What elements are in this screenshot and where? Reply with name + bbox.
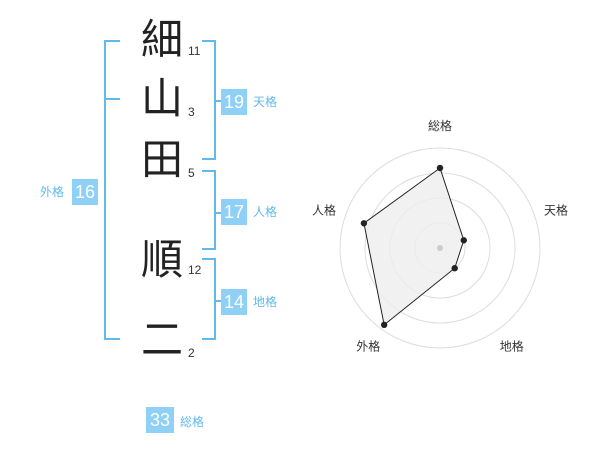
radar-axis-label-2: 地格 bbox=[500, 339, 524, 354]
radar-axis-label-3: 外格 bbox=[356, 339, 380, 354]
stroke-count-3: 5 bbox=[188, 166, 195, 180]
radar-ring-4 bbox=[339, 147, 541, 349]
stroke-count-2: 3 bbox=[188, 105, 195, 119]
radar-polygon bbox=[363, 167, 465, 326]
gaikaku-label: 外格 bbox=[40, 185, 65, 199]
radar-axis-label-1: 天格 bbox=[544, 202, 568, 217]
stroke-count-5: 2 bbox=[188, 346, 195, 360]
radar-point-2 bbox=[451, 265, 458, 272]
radar-point-3 bbox=[380, 321, 388, 329]
tenkaku-label: 天格 bbox=[253, 95, 278, 109]
radar-point-4 bbox=[360, 220, 368, 227]
radar-axis-label-0: 総格 bbox=[428, 118, 452, 133]
soukaku-label: 総格 bbox=[180, 415, 205, 429]
name-char-2: 山 bbox=[140, 74, 183, 123]
soukaku-value: 33 bbox=[146, 407, 174, 433]
jinkaku-value: 17 bbox=[221, 199, 247, 225]
radar-axis-label-4: 人格 bbox=[312, 202, 336, 217]
name-char-5: 二 bbox=[140, 315, 183, 364]
name-char-1: 細 bbox=[140, 15, 183, 64]
radar-center bbox=[437, 245, 443, 251]
radar-point-1 bbox=[460, 237, 467, 244]
name-char-4: 順 bbox=[140, 235, 183, 284]
name-char-3: 田 bbox=[140, 135, 183, 184]
chikaku-value: 14 bbox=[221, 289, 247, 315]
tenkaku-value: 19 bbox=[221, 89, 247, 115]
chikaku-label: 地格 bbox=[253, 295, 278, 309]
jinkaku-label: 人格 bbox=[253, 205, 278, 219]
gaikaku-value: 16 bbox=[72, 179, 98, 205]
stroke-count-4: 12 bbox=[188, 263, 202, 277]
radar-point-0 bbox=[436, 164, 444, 172]
stroke-count-1: 11 bbox=[188, 44, 201, 58]
